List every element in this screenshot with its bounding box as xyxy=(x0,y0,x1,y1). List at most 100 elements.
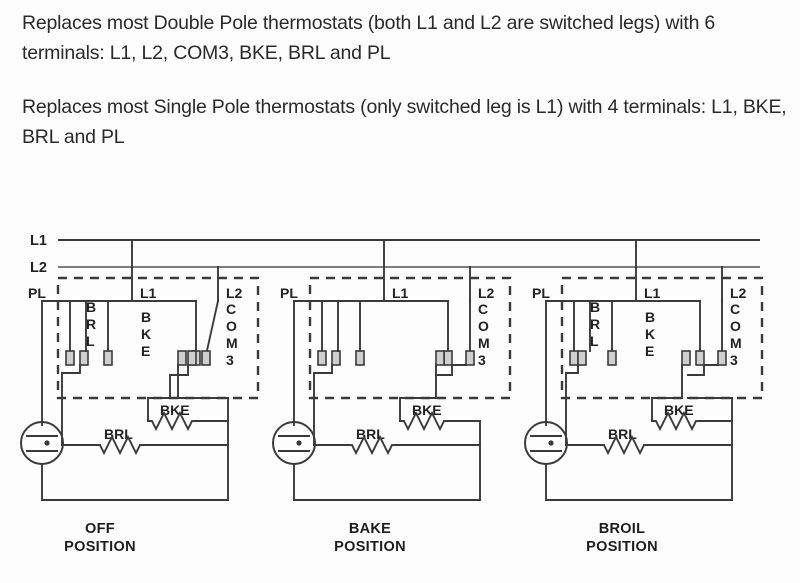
pilot-lamp-broil xyxy=(524,421,568,501)
element-bke-broil: BKE xyxy=(651,402,733,432)
brl-contact-fixed-bake xyxy=(317,350,327,366)
com3-contact-fixed-bake xyxy=(465,350,475,366)
intro-paragraph-single-pole: Replaces most Single Pole thermostats (o… xyxy=(22,96,787,148)
terminal-l2-bake: L2 xyxy=(478,285,495,301)
switch-brl-off xyxy=(61,350,89,446)
bus-lines: L1 L2 xyxy=(30,233,760,276)
element-brl-broil: BRL xyxy=(565,426,733,456)
bke-contact-right-moving-broil xyxy=(681,350,691,366)
element-brl-resistor-broil xyxy=(565,434,733,456)
terminal-bke-letter-b-off: B xyxy=(141,309,151,325)
terminal-com3-letter-3-bake: 3 xyxy=(478,352,486,368)
terminal-bke-letter-k-broil: K xyxy=(645,326,655,342)
terminal-bke-letter-e-broil: E xyxy=(645,343,654,359)
paragraph-spacer xyxy=(22,74,794,92)
terminal-brl-letter-b-broil: B xyxy=(590,299,600,315)
brl-out-wire-broil xyxy=(565,364,579,446)
switch-bke-broil xyxy=(607,350,705,422)
terminal-com3-letter-3-off: 3 xyxy=(226,352,234,368)
terminal-com3-letter-c-broil: C xyxy=(730,301,740,317)
pl-to-brl-link-bake xyxy=(293,300,339,352)
element-brl-off: BRL xyxy=(61,426,229,456)
terminal-com3-letter-m-off: M xyxy=(226,335,238,351)
com3-out-wire-bake xyxy=(435,364,467,376)
element-bke-off: BKE xyxy=(147,402,229,432)
terminal-l2-off: L2 xyxy=(226,285,243,301)
pilot-lamp-bake xyxy=(272,421,316,501)
circuit-off: PL L1 L2 B R L B K E C O M 3 xyxy=(20,239,260,555)
bke-contact-left-off xyxy=(103,350,113,366)
position-label-line2-bake: POSITION xyxy=(334,539,406,555)
element-brl-resistor-bake xyxy=(313,434,481,456)
position-label-line2-off: POSITION xyxy=(64,539,136,555)
com3-contact-fixed-off xyxy=(201,350,211,366)
bke-contact-right-moving-off xyxy=(177,350,187,366)
l1-bus-label: L1 xyxy=(30,233,47,249)
element-bke-resistor-bake xyxy=(399,410,481,432)
bke-contact-right-fixed-broil xyxy=(695,350,705,366)
lamp-dot-bake xyxy=(296,440,302,446)
bke-out-wire-bake xyxy=(399,364,437,422)
bke-out-wire-off xyxy=(147,364,179,422)
switch-com3-broil xyxy=(687,300,727,376)
com3-out-wire-off xyxy=(169,364,189,399)
terminal-l1-off: L1 xyxy=(140,285,157,301)
com3-out-wire-broil xyxy=(687,364,719,376)
switch-bke-bake xyxy=(355,350,453,422)
com3-contact-fixed-broil xyxy=(717,350,727,366)
lamp-outline-broil xyxy=(524,421,568,465)
position-label-line1-bake: BAKE xyxy=(349,521,391,537)
pl-to-brl-link-broil xyxy=(545,300,591,352)
intro-paragraph-double-pole: Replaces most Double Pole thermostats (b… xyxy=(22,12,716,64)
lamp-dot-broil xyxy=(548,440,554,446)
bke-contact-right-moving-bake xyxy=(435,350,445,366)
l2-bus-label: L2 xyxy=(30,260,47,276)
terminal-brl-letter-r-off: R xyxy=(86,316,96,332)
terminal-com3-letter-m-bake: M xyxy=(478,335,490,351)
lamp-outline-off xyxy=(20,421,64,465)
com3-blade-open-off xyxy=(204,299,220,357)
element-bke-resistor-broil xyxy=(651,410,733,432)
terminal-pl-bake: PL xyxy=(280,285,298,301)
terminal-brl-letter-r-broil: R xyxy=(590,316,600,332)
brl-out-wire-off xyxy=(61,364,81,446)
position-label-line1-broil: BROIL xyxy=(599,521,646,537)
terminal-bke-letter-b-broil: B xyxy=(645,309,655,325)
terminal-com3-letter-o-off: O xyxy=(226,318,237,334)
element-bke-label-broil: BKE xyxy=(664,402,694,418)
pl-to-brl-link-off xyxy=(41,300,87,352)
element-brl-resistor-off xyxy=(61,434,229,456)
bke-contact-left-bake xyxy=(355,350,365,366)
switch-brl-broil xyxy=(565,350,587,446)
terminal-bke-letter-k-off: K xyxy=(141,326,151,342)
terminal-brl-letter-l-broil: L xyxy=(590,333,599,349)
terminal-pl-off: PL xyxy=(28,285,46,301)
bke-contact-right-fixed-bake xyxy=(443,350,453,366)
lamp-outline-bake xyxy=(272,421,316,465)
terminal-pl-broil: PL xyxy=(532,285,550,301)
intro-text-block: Replaces most Double Pole thermostats (b… xyxy=(22,8,794,158)
terminal-com3-letter-o-broil: O xyxy=(730,318,741,334)
terminal-l1-bake: L1 xyxy=(392,285,409,301)
brl-contact-moving-bake xyxy=(331,350,341,366)
element-bke-label-bake: BKE xyxy=(412,402,442,418)
terminal-l2-broil: L2 xyxy=(730,285,747,301)
element-bke-resistor-off xyxy=(147,410,229,432)
element-bke-label-off: BKE xyxy=(160,402,190,418)
terminal-l1-broil: L1 xyxy=(644,285,661,301)
terminal-com3-letter-o-bake: O xyxy=(478,318,489,334)
terminal-brl-letter-b-off: B xyxy=(86,299,96,315)
position-label-line2-broil: POSITION xyxy=(586,539,658,555)
circuit-broil: PL L1 L2 B R L B K E C O M 3 xyxy=(524,239,764,555)
switch-brl-bake xyxy=(313,350,341,446)
bke-out-wire-broil xyxy=(651,364,683,422)
bke-contact-left-broil xyxy=(607,350,617,366)
pilot-lamp-off xyxy=(20,421,64,501)
brl-out-wire-bake xyxy=(313,364,333,446)
element-bke-bake: BKE xyxy=(399,402,481,432)
brl-contact-fixed-off xyxy=(65,350,75,366)
terminal-com3-letter-m-broil: M xyxy=(730,335,742,351)
schematic-diagram: L1 L2 PL L1 L2 B R L B xyxy=(0,215,800,583)
brl-contact-moving-broil xyxy=(577,350,587,366)
